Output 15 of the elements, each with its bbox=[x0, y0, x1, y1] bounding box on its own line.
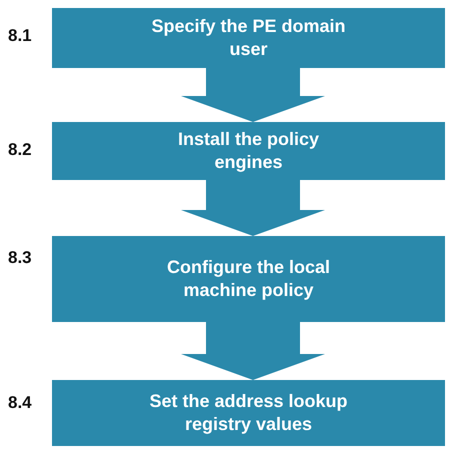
process-box bbox=[52, 380, 445, 446]
step-number: 8.3 bbox=[8, 248, 32, 268]
step-label: Install the policy engines bbox=[176, 128, 320, 174]
block-arrow bbox=[181, 322, 325, 380]
step-label: Specify the PE domain user bbox=[150, 14, 347, 61]
step-number: 8.2 bbox=[8, 140, 32, 160]
step-label: Set the address lookup registry values bbox=[148, 390, 349, 436]
step-label: Configure the local machine policy bbox=[166, 256, 331, 302]
process-box bbox=[52, 236, 445, 322]
step-number: 8.1 bbox=[8, 26, 32, 46]
block-arrow bbox=[181, 180, 325, 236]
process-box bbox=[52, 8, 445, 68]
block-arrow bbox=[181, 68, 325, 122]
step-number: 8.4 bbox=[8, 393, 32, 413]
process-box bbox=[52, 122, 445, 180]
